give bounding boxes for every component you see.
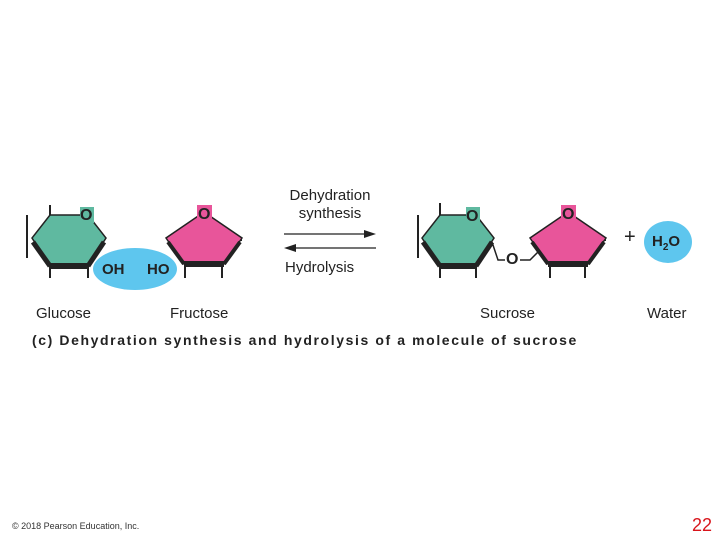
reverse-arrow bbox=[284, 244, 376, 252]
fructose-hydroxyl: HO bbox=[147, 261, 170, 278]
water-forming-blob bbox=[93, 248, 177, 290]
water-formula-subscript: 2 bbox=[662, 242, 669, 253]
fructose-ring bbox=[164, 205, 244, 278]
sucrose-label: Sucrose bbox=[480, 305, 536, 322]
water-formula-h: H bbox=[652, 233, 663, 250]
figure-caption: (c) Dehydration synthesis and hydrolysis… bbox=[32, 332, 578, 348]
glycosidic-bond bbox=[491, 241, 541, 261]
water-molecule-blob bbox=[644, 221, 692, 263]
sucrose-ring-oxygen-left: O bbox=[466, 208, 479, 225]
glucose-ring bbox=[26, 205, 107, 278]
glucose-ring-oxygen: O bbox=[80, 207, 93, 224]
sucrose-ring-oxygen-right: O bbox=[562, 206, 575, 223]
forward-reaction-label: Dehydration synthesis bbox=[289, 187, 371, 222]
sucrose-bridge-oxygen: O bbox=[506, 251, 519, 268]
water-formula-o: O bbox=[668, 233, 681, 250]
water-label: Water bbox=[647, 305, 687, 322]
forward-arrow bbox=[284, 230, 376, 238]
copyright-notice: © 2018 Pearson Education, Inc. bbox=[12, 521, 140, 531]
plus-sign: + bbox=[624, 226, 636, 248]
sucrose-fructose-ring bbox=[528, 205, 608, 278]
page-number: 22 bbox=[691, 515, 712, 535]
fructose-ring-oxygen: O bbox=[198, 206, 211, 223]
glucose-label: Glucose bbox=[36, 305, 92, 322]
glucose-hydroxyl: OH bbox=[102, 261, 125, 278]
fructose-label: Fructose bbox=[170, 305, 229, 322]
sucrose-glucose-ring bbox=[417, 203, 495, 278]
water-formula: H2O bbox=[652, 233, 680, 253]
reverse-reaction-label: Hydrolysis bbox=[285, 259, 355, 276]
